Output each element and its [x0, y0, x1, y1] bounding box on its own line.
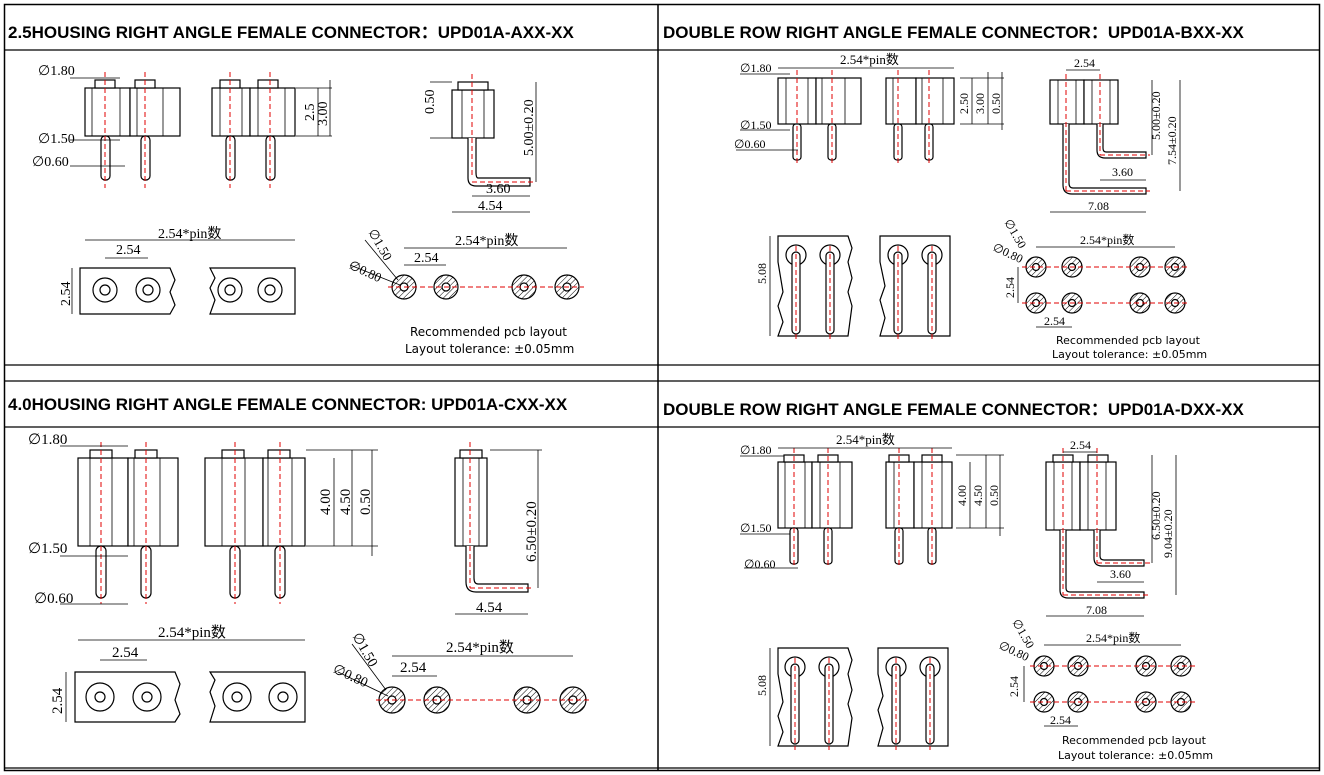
a-dim-254p: 2.54 — [414, 251, 439, 266]
panel-a-bottom-view — [71, 239, 296, 315]
d-dim-d060: ∅0.60 — [744, 557, 775, 571]
d-note-1: Recommended pcb layout — [1062, 734, 1207, 747]
header-a: 2.5HOUSING RIGHT ANGLE FEMALE CONNECTOR：… — [8, 23, 574, 42]
a-dim-d060: ∅0.60 — [32, 155, 69, 170]
a-dim-pin2: 2.54*pin数 — [455, 233, 518, 249]
panel-b-bottom-view — [769, 235, 951, 340]
c-dim-d060: ∅0.60 — [34, 591, 73, 607]
d-dim-d180: ∅1.80 — [740, 443, 771, 457]
c-dim-d180: ∅1.80 — [28, 432, 67, 448]
a-dim-254v: 2.54 — [59, 282, 74, 307]
b-note-1: Recommended pcb layout — [1056, 334, 1201, 347]
c-dim-050: 0.50 — [358, 489, 374, 515]
panel-d-pcb-layout — [1023, 644, 1196, 727]
panel-c-bottom-view — [65, 639, 306, 723]
d-note-2: Layout tolerance: ±0.05mm — [1058, 749, 1213, 762]
b-dim-708: 7.08 — [1088, 199, 1109, 213]
a-dim-300: 3.00 — [316, 102, 331, 127]
b-dim-050: 0.50 — [989, 93, 1003, 114]
panel-d-bottom-view — [769, 647, 949, 750]
c-dim-d150: ∅1.50 — [28, 541, 67, 557]
b-dim-d150: ∅1.50 — [740, 118, 771, 132]
a-dim-500: 5.00±0.20 — [522, 99, 537, 156]
d-dim-pin: 2.54*pin数 — [836, 432, 895, 447]
b-dim-254v: 2.54 — [1003, 277, 1017, 298]
panel-a-front-view — [430, 74, 537, 213]
a-dim-454: 4.54 — [478, 199, 503, 214]
d-dim-508: 5.08 — [755, 675, 769, 696]
c-dim-454: 4.54 — [476, 600, 503, 616]
a-note-1: Recommended pcb layout — [410, 325, 567, 339]
header-b: DOUBLE ROW RIGHT ANGLE FEMALE CONNECTOR：… — [663, 23, 1244, 42]
a-dim-d080: ∅0.80 — [347, 257, 384, 285]
b-dim-300: 3.00 — [973, 93, 987, 114]
panel-d-front-view — [1045, 448, 1177, 617]
b-dim-pin2: 2.54*pin数 — [1080, 232, 1134, 247]
b-dim-pin: 2.54*pin数 — [840, 52, 899, 67]
d-dim-360: 3.60 — [1110, 567, 1131, 581]
a-dim-pin: 2.54*pin数 — [158, 226, 221, 242]
d-dim-400: 4.00 — [955, 485, 969, 506]
d-dim-050: 0.50 — [987, 485, 1001, 506]
b-dim-d060: ∅0.60 — [734, 137, 765, 151]
c-dim-pin2: 2.54*pin数 — [446, 639, 514, 656]
a-note-2: Layout tolerance: ±0.05mm — [405, 342, 574, 356]
c-dim-d150s: ∅1.50 — [349, 631, 380, 670]
b-note-2: Layout tolerance: ±0.05mm — [1052, 348, 1207, 361]
c-dim-254v: 2.54 — [50, 687, 66, 714]
b-dim-508: 5.08 — [755, 263, 769, 284]
c-dim-254h: 2.54 — [112, 645, 139, 661]
panel-a-pcb-layout — [349, 239, 584, 300]
a-dim-d150: ∅1.50 — [38, 132, 75, 147]
panel-d-side-view — [740, 447, 1004, 569]
b-dim-500: 5.00±0.20 — [1149, 91, 1163, 140]
d-dim-254t: 2.54 — [1070, 438, 1091, 452]
a-dim-d150s: ∅1.50 — [365, 226, 395, 263]
d-dim-708: 7.08 — [1086, 603, 1107, 617]
c-dim-650: 6.50±0.20 — [524, 501, 540, 562]
panel-c-side-view — [60, 442, 378, 605]
d-dim-450: 4.50 — [971, 485, 985, 506]
a-dim-050: 0.50 — [423, 90, 438, 115]
d-dim-904: 9.04±0.20 — [1161, 509, 1175, 558]
d-dim-d150: ∅1.50 — [740, 521, 771, 535]
b-dim-360: 3.60 — [1112, 165, 1133, 179]
c-dim-254p: 2.54 — [400, 660, 427, 676]
c-dim-400: 4.00 — [318, 489, 334, 515]
d-dim-pin2: 2.54*pin数 — [1086, 630, 1140, 645]
header-c: 4.0HOUSING RIGHT ANGLE FEMALE CONNECTOR:… — [8, 395, 568, 414]
d-dim-254h: 2.54 — [1050, 713, 1071, 727]
c-dim-d080: ∅0.80 — [330, 662, 370, 691]
header-d: DOUBLE ROW RIGHT ANGLE FEMALE CONNECTOR：… — [663, 400, 1244, 419]
c-dim-450: 4.50 — [338, 489, 354, 515]
d-dim-254v: 2.54 — [1007, 676, 1021, 697]
b-dim-d180: ∅1.80 — [740, 61, 771, 75]
c-dim-pin: 2.54*pin数 — [158, 624, 226, 641]
panel-b-front-view — [1049, 69, 1181, 213]
b-dim-250: 2.50 — [957, 93, 971, 114]
panel-b-side-view — [736, 67, 1004, 164]
d-dim-650: 6.50±0.20 — [1149, 491, 1163, 540]
a-dim-254h: 2.54 — [116, 243, 141, 258]
b-dim-254t: 2.54 — [1074, 56, 1095, 70]
panel-a-side-view — [70, 72, 332, 188]
b-dim-754: 7.54±0.20 — [1165, 116, 1179, 165]
panel-c-pcb-layout — [337, 643, 590, 714]
b-dim-254h: 2.54 — [1044, 314, 1065, 328]
a-dim-25: 2.5 — [303, 104, 318, 122]
panel-b-pcb-layout — [1017, 246, 1190, 328]
panel-c-front-view — [454, 442, 542, 615]
a-dim-360: 3.60 — [486, 182, 511, 197]
a-dim-d180: ∅1.80 — [38, 64, 75, 79]
